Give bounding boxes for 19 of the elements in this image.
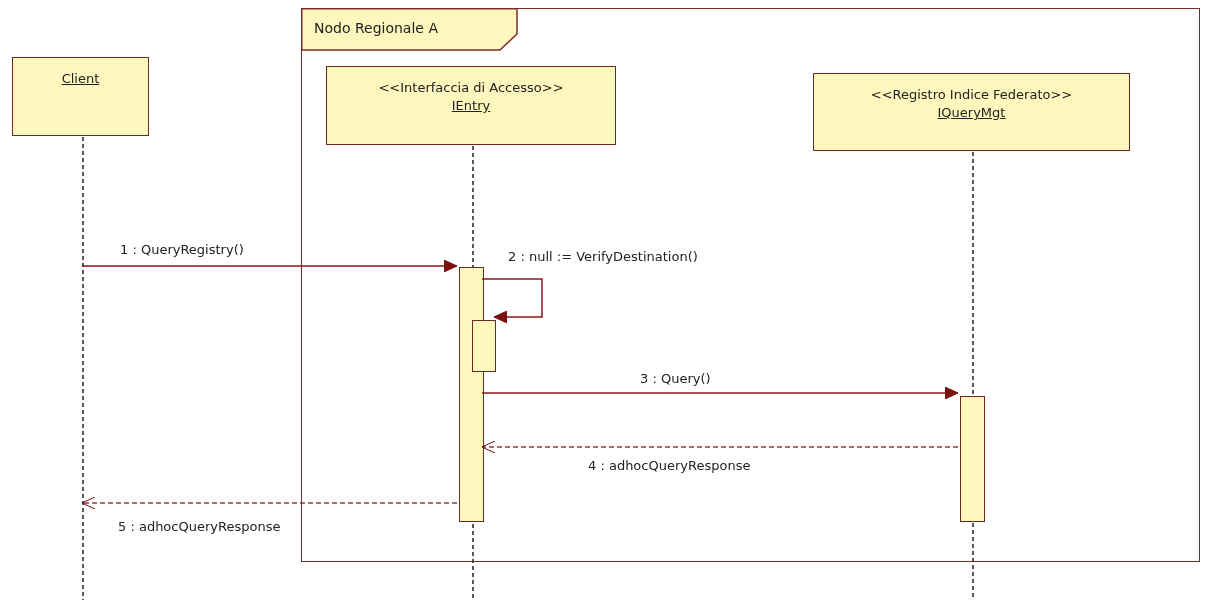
message-arrow [481, 386, 959, 400]
return-message-arrow [81, 496, 458, 510]
message-arrow [481, 278, 543, 324]
object-name: IEntry [451, 97, 491, 115]
edge-label: 5 : adhocQueryResponse [118, 519, 281, 535]
edge-label: 2 : null := VerifyDestination() [508, 249, 698, 265]
activation-bar [472, 320, 496, 372]
edge-label: 1 : QueryRegistry() [120, 242, 244, 258]
stereotype-label: <<Interfaccia di Accesso>> [378, 79, 564, 97]
activation-bar [960, 396, 985, 522]
activation-bar [459, 267, 484, 522]
edge-label: 3 : Query() [640, 371, 711, 387]
message-arrow [81, 259, 458, 273]
edge-label: 4 : adhocQueryResponse [588, 458, 751, 474]
frame-title: Nodo Regionale A [314, 20, 438, 36]
object-name: Client [61, 70, 100, 88]
stereotype-label: <<Registro Indice Federato>> [870, 86, 1073, 104]
return-message-arrow [481, 440, 959, 454]
object-name: IQueryMgt [937, 104, 1006, 122]
